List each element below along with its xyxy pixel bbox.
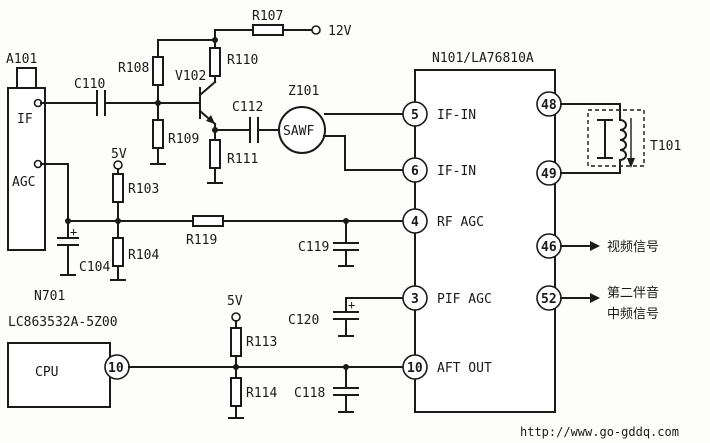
if-label: IF [17,112,33,127]
r113-label: R113 [246,335,277,350]
c112-label: C112 [232,100,263,115]
pin-label: IF-IN [437,164,476,179]
pin-number: 6 [411,164,419,179]
t101-label: T101 [650,139,681,154]
c120-label: C120 [288,313,319,328]
n701-label: N701 [34,289,65,304]
pin-number: 5 [411,108,419,123]
supply-5v-a-label: 5V [111,147,127,162]
ic-pin-49: 49 [536,160,562,186]
cpu-n701: CPU N701 LC863532A-5Z00 10 5V R113 R114 … [7,289,405,419]
c110-label: C110 [74,77,105,92]
c120-plus: + [348,298,355,312]
r108-label: R108 [118,61,149,76]
r107-label: R107 [252,9,283,24]
pin-label: RF AGC [437,215,484,230]
watermark: http://www.go-gddq.com [520,425,679,439]
output-signals: 视频信号 第二伴音 中频信号 [560,240,659,322]
z101-label: Z101 [288,84,319,99]
pin-label: IF-IN [437,108,476,123]
supply-5v-b-label: 5V [227,294,243,309]
ic-pin-4: 4 RF AGC [402,208,484,234]
r103-label: R103 [128,182,159,197]
ic-n101: N101/LA76810A 5 IF-IN 6 IF-IN 4 RF AGC 3… [402,51,562,413]
pin-number: 4 [411,215,419,230]
sound-if-label-2: 中频信号 [607,307,659,322]
pin-label: PIF AGC [437,292,492,307]
n701-part-label: LC863532A-5Z00 [8,315,118,330]
pin-number: 46 [541,240,557,255]
transistor-v102: V102 R110 R107 12V C112 R111 [157,9,352,184]
pin-label: AFT OUT [437,361,492,376]
saw-label: SAWF [283,124,314,139]
cpu-pin-number: 10 [108,361,124,376]
v102-label: V102 [175,69,206,84]
pin-number: 3 [411,292,419,307]
video-signal-label: 视频信号 [607,240,659,255]
pin-number: 52 [541,292,557,307]
agc-path: R119 + C104 5V R103 R104 C119 [40,147,403,281]
c104-plus: + [70,225,77,239]
c119-label: C119 [298,240,329,255]
tuner-a101: A101 IF AGC [6,52,46,251]
c104-label: C104 [79,260,110,275]
sound-if-label-1: 第二伴音 [607,285,659,301]
ic-pin-10: 10 AFT OUT [402,354,492,380]
ic-pin-3: 3 PIF AGC [402,285,492,311]
c118-label: C118 [294,386,325,401]
coil-t101: T101 [560,103,681,174]
a101-label: A101 [6,52,37,67]
ic-pin-46: 46 [536,233,562,259]
agc-label: AGC [12,175,35,190]
if-path: C110 R108 R109 [40,39,201,165]
r104-label: R104 [128,248,159,263]
r110-label: R110 [227,53,258,68]
pif-agc-c120: + C120 [288,297,403,337]
r109-label: R109 [168,132,199,147]
ic-pin-52: 52 [536,285,562,311]
cpu-label: CPU [35,365,58,380]
r114-label: R114 [246,386,277,401]
pin-number: 49 [541,167,557,182]
saw-filter-z101: SAWF Z101 [278,84,403,171]
ic-pin-48: 48 [536,91,562,117]
supply-12v-label: 12V [328,24,352,39]
pin-number: 48 [541,98,557,113]
ic-pin-5: 5 IF-IN [402,101,476,127]
r111-label: R111 [227,152,258,167]
pin-number: 10 [407,361,423,376]
r119-label: R119 [186,233,217,248]
ic-pin-6: 6 IF-IN [402,157,476,183]
n101-label: N101/LA76810A [432,51,534,66]
